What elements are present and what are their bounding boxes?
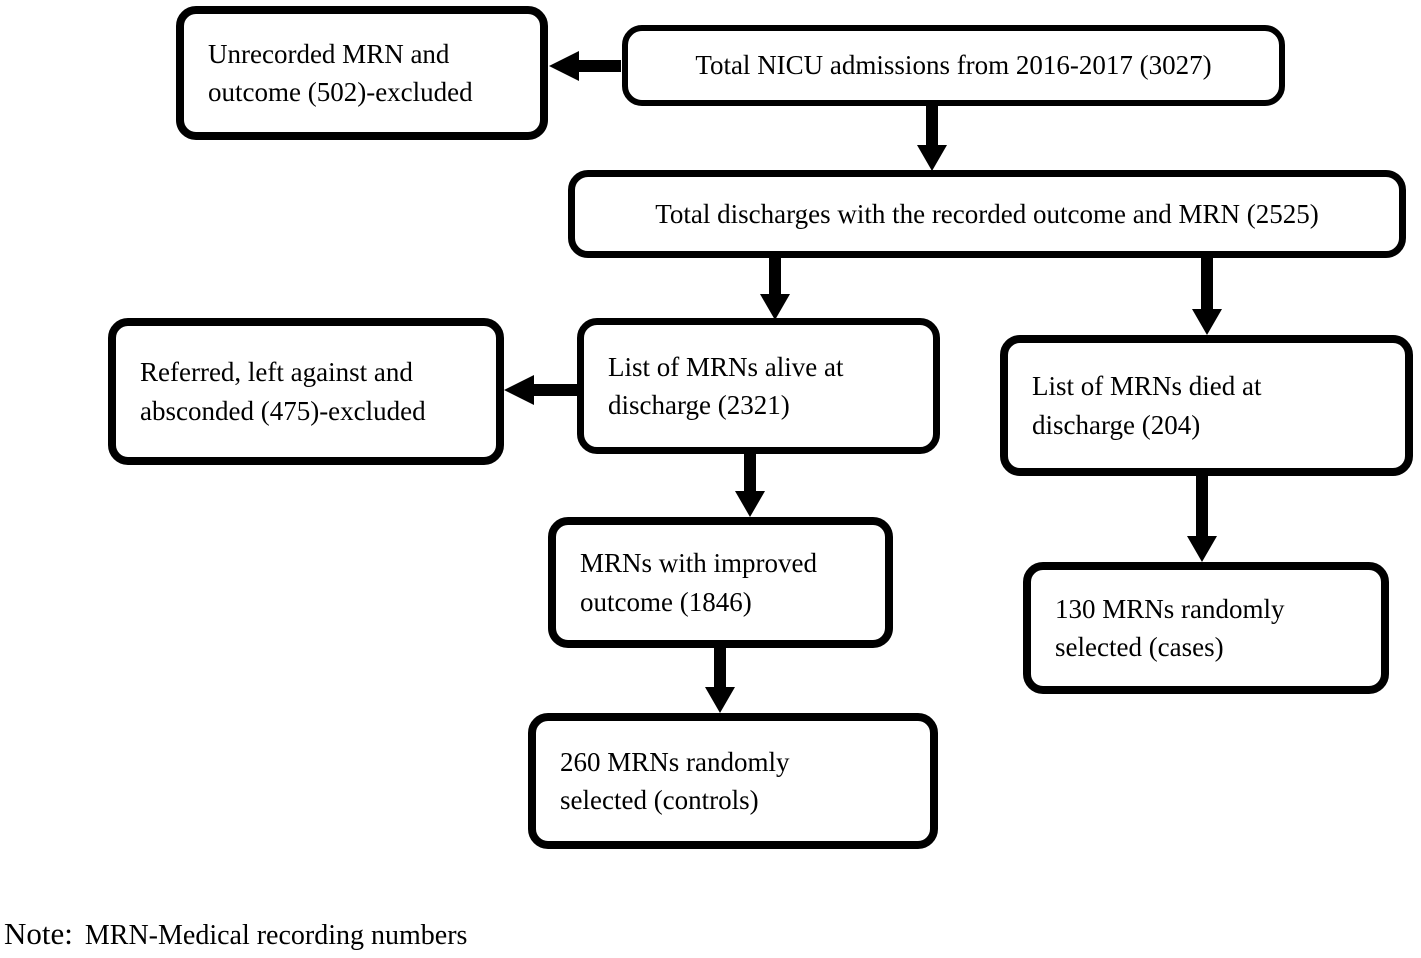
note-text: MRN-Medical recording numbers [84, 920, 468, 951]
box-improved-outcome-text: MRNs with improved outcome (1846) [580, 548, 818, 617]
box-mrns-alive-text: List of MRNs alive at discharge (2321) [608, 351, 844, 420]
box-referred-excluded-text: Referred, left against and absconded (47… [140, 357, 426, 426]
box-total-nicu-admissions-text: Total NICU admissions from 2016-2017 (30… [695, 50, 1212, 81]
box-controls-selected-text: 260 MRNs randomly selected (controls) [560, 746, 790, 815]
box-cases-selected-text: 130 MRNs randomly selected (cases) [1055, 593, 1285, 662]
arrow-discharges-to-died [1192, 256, 1222, 335]
arrow-improved-to-controls [705, 647, 735, 713]
arrow-discharges-to-alive [760, 256, 790, 320]
box-total-discharges: Total discharges with the recorded outco… [568, 170, 1406, 258]
note-label: Note: [4, 916, 73, 951]
arrow-alive-to-referred [504, 375, 578, 405]
box-mrns-died: List of MRNs died at discharge (204) [1000, 335, 1413, 476]
box-controls-selected: 260 MRNs randomly selected (controls) [528, 713, 938, 849]
box-unrecorded-excluded: Unrecorded MRN and outcome (502)-exclude… [176, 6, 548, 140]
box-total-nicu-admissions: Total NICU admissions from 2016-2017 (30… [622, 25, 1285, 106]
figure-note: Note: MRN-Medical recording numbers [4, 916, 1004, 952]
box-total-discharges-text: Total discharges with the recorded outco… [655, 198, 1319, 229]
box-referred-excluded: Referred, left against and absconded (47… [108, 318, 504, 465]
box-mrns-died-text: List of MRNs died at discharge (204) [1032, 371, 1262, 440]
box-unrecorded-excluded-text: Unrecorded MRN and outcome (502)-exclude… [208, 38, 473, 107]
box-cases-selected: 130 MRNs randomly selected (cases) [1023, 562, 1389, 694]
box-improved-outcome: MRNs with improved outcome (1846) [548, 517, 893, 648]
arrow-died-to-cases [1187, 474, 1217, 562]
box-mrns-alive: List of MRNs alive at discharge (2321) [577, 318, 940, 454]
arrow-alive-to-improved [735, 452, 765, 517]
arrow-admissions-to-discharges [917, 104, 947, 171]
arrow-admissions-to-unrecorded [549, 51, 621, 81]
